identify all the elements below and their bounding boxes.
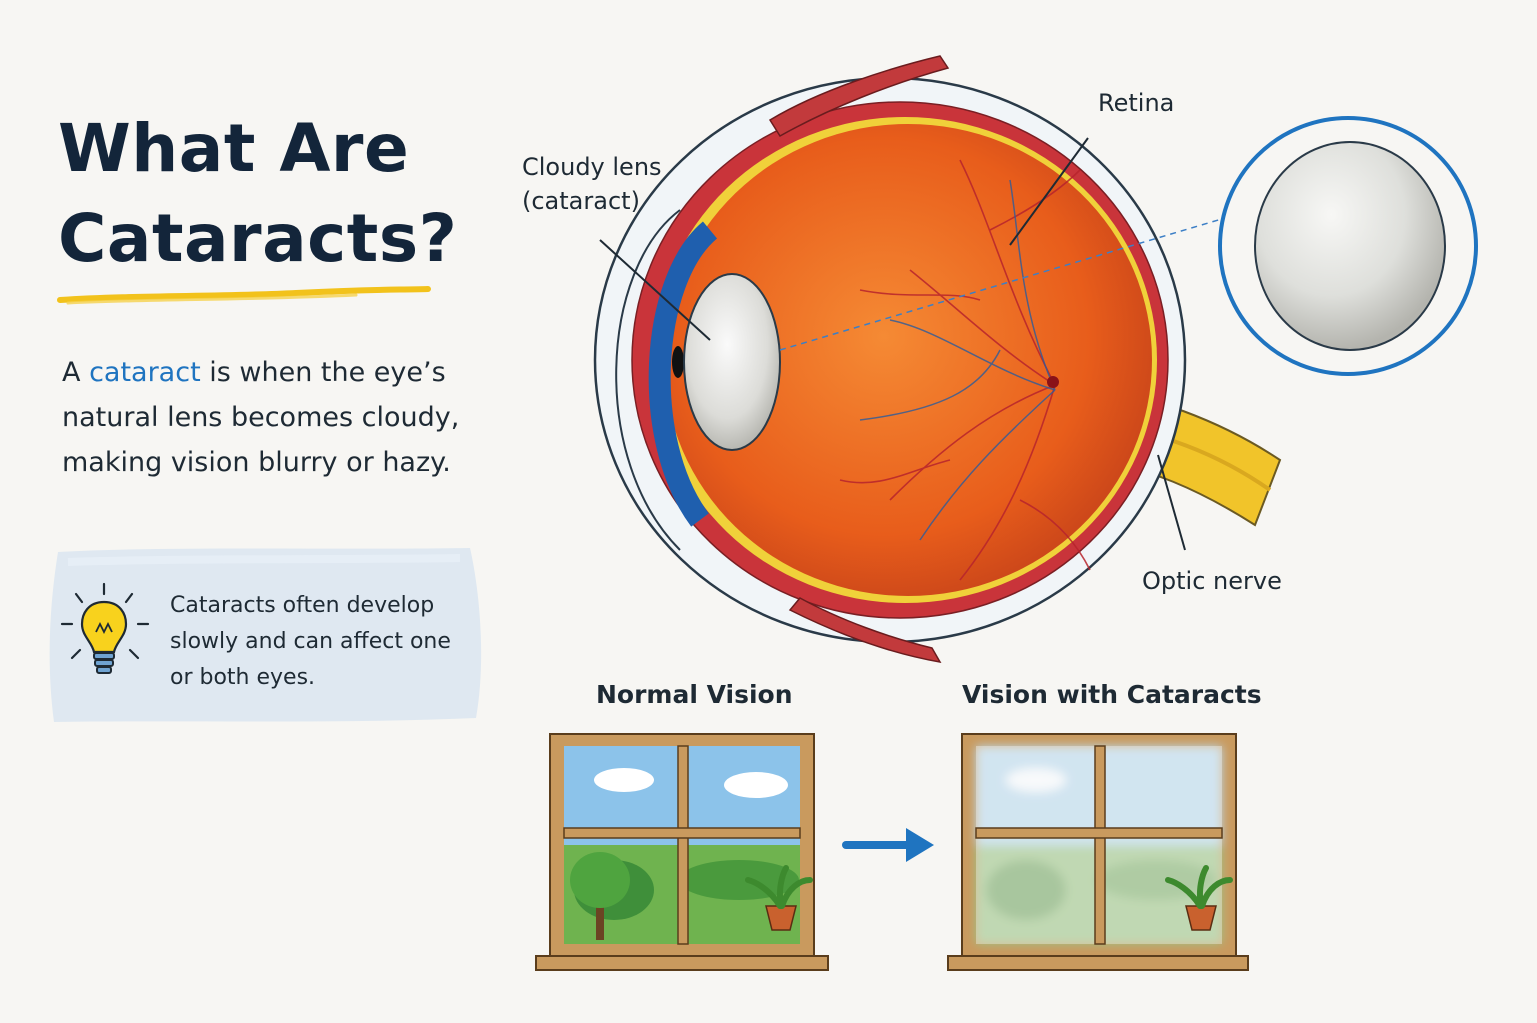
tip-line-1: Cataracts often develop [170,593,435,618]
normal-vision-window [535,733,829,971]
iris [648,221,718,527]
label-cloudy-lens: Cloudy lens (cataract) [522,150,662,218]
vitreous [664,124,1152,596]
upper-muscle [768,55,950,138]
zoomed-lens [1254,141,1446,351]
title-line-1: What Are [58,110,410,187]
retina-pointer [1009,137,1089,246]
tip-text: Cataracts often develop slowly and can a… [170,588,460,696]
tip-line-2: slowly and can affect one [170,629,451,654]
arrow-icon [842,828,934,862]
optic-disc [1047,376,1059,388]
cataract-highlight: cataract [89,357,201,388]
title-underline [57,286,431,305]
intro-line-1: A cataract is when the eye’s [62,350,482,395]
blood-vessels [839,159,1091,581]
pupil [672,346,684,378]
intro-paragraph: A cataract is when the eye’s natural len… [62,350,482,485]
tip-line-3: or both eyes. [170,665,316,690]
intro-line-3: making vision blurry or hazy. [62,447,451,478]
zoom-connector [779,217,1226,351]
lens-label-line-1: Cloudy lens [522,153,662,181]
lens-label-line-2: (cataract) [522,187,640,215]
page-title: What Are Cataracts? [58,104,488,284]
label-retina: Retina [1098,89,1175,117]
lower-muscle [788,597,942,664]
cloudy-lens [683,273,781,451]
lens-pointer [599,239,711,341]
normal-vision-title: Normal Vision [596,680,793,709]
tip-box-background [49,548,482,722]
lightbulb-icon [60,582,150,674]
intro-line-2: natural lens becomes cloudy, [62,402,460,433]
cataract-vision-title: Vision with Cataracts [962,680,1262,709]
eye-cross-section [593,55,1478,664]
cornea [615,209,681,551]
label-optic-nerve: Optic nerve [1142,567,1282,595]
cataract-vision-window [947,733,1249,971]
intro-rest: is when the eye’s [200,357,446,388]
optic-nerve-pointer [1157,454,1186,551]
intro-prefix: A [62,357,90,388]
title-line-2: Cataracts? [58,200,458,277]
